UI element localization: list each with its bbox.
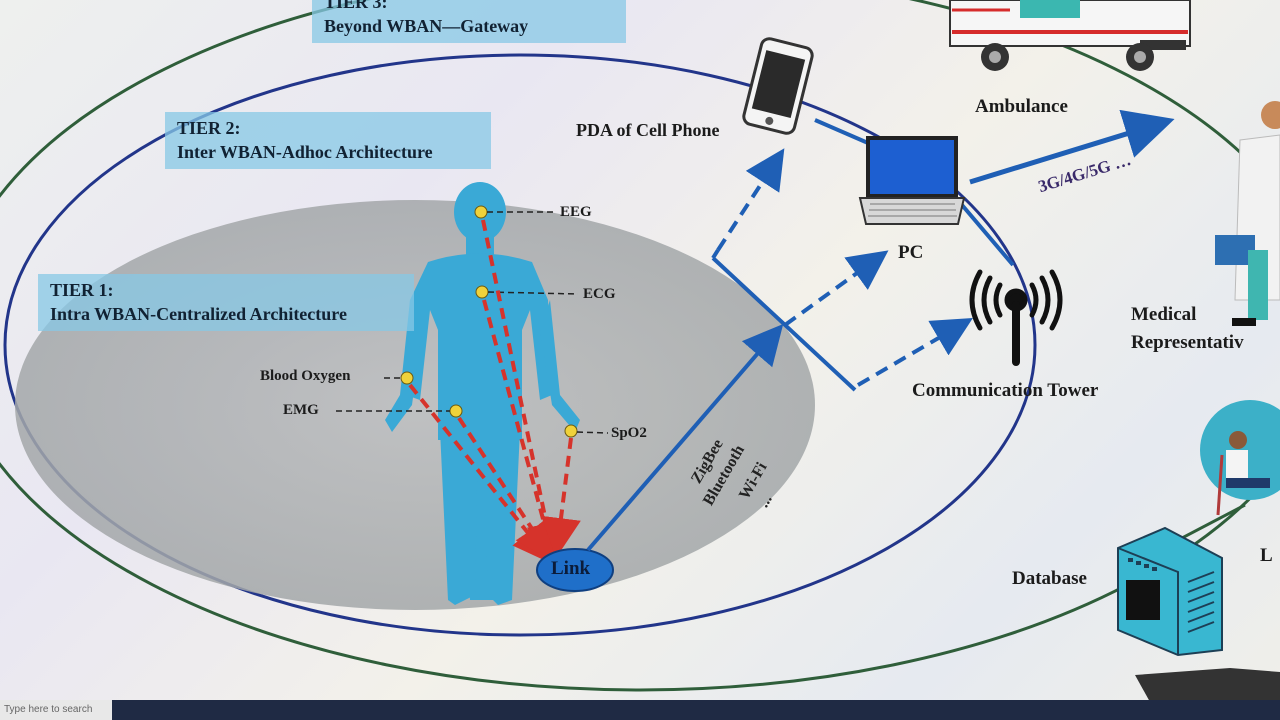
blood-oxygen-sensor-dot bbox=[401, 372, 413, 384]
taskbar: Type here to search bbox=[0, 700, 1280, 720]
tier1-title: Intra WBAN-Centralized Architecture bbox=[50, 302, 402, 326]
laptop-icon bbox=[860, 138, 964, 224]
ecg-label: ECG bbox=[583, 286, 616, 303]
spo2-label: SpO2 bbox=[611, 425, 647, 442]
tier3-box: TIER 3: Beyond WBAN—Gateway bbox=[312, 0, 626, 43]
tower-icon bbox=[972, 272, 1060, 362]
blood-oxygen-label: Blood Oxygen bbox=[260, 368, 350, 385]
remote-doctor-icon bbox=[1200, 400, 1280, 515]
tower-label: Communication Tower bbox=[912, 380, 1098, 402]
taskbar-search[interactable]: Type here to search bbox=[0, 700, 112, 720]
eeg-label: EEG bbox=[560, 204, 592, 221]
tier3-title: Beyond WBAN—Gateway bbox=[324, 14, 614, 38]
ambulance-icon bbox=[950, 0, 1190, 71]
medical-label-line2: Representativ bbox=[1131, 332, 1244, 354]
pda-label: PDA of Cell Phone bbox=[576, 120, 720, 141]
doctor-icon bbox=[1215, 101, 1280, 326]
tier2-heading: TIER 2: bbox=[177, 116, 479, 140]
eeg-sensor-dot bbox=[475, 206, 487, 218]
medical-label-line1: Medical bbox=[1131, 304, 1196, 326]
arrow-to-tower bbox=[858, 322, 966, 385]
partial-label: L bbox=[1260, 545, 1273, 567]
tier3-heading: TIER 3: bbox=[324, 0, 614, 14]
pc-label: PC bbox=[898, 242, 923, 264]
tier1-box: TIER 1: Intra WBAN-Centralized Architect… bbox=[38, 274, 414, 331]
tier2-title: Inter WBAN-Adhoc Architecture bbox=[177, 140, 479, 164]
database-icon bbox=[1118, 528, 1222, 655]
arrow-to-pda bbox=[718, 155, 780, 250]
link-label: Link bbox=[551, 558, 590, 580]
ecg-sensor-dot bbox=[476, 286, 488, 298]
phone-icon bbox=[742, 37, 814, 135]
spo2-sensor-dot bbox=[565, 425, 577, 437]
arrow-to-pc bbox=[785, 255, 882, 325]
tier2-box: TIER 2: Inter WBAN-Adhoc Architecture bbox=[165, 112, 491, 169]
ambulance-label: Ambulance bbox=[975, 96, 1068, 118]
tier1-heading: TIER 1: bbox=[50, 278, 402, 302]
emg-sensor-dot bbox=[450, 405, 462, 417]
tier1-area bbox=[15, 200, 815, 610]
emg-label: EMG bbox=[283, 402, 319, 419]
database-label: Database bbox=[1012, 568, 1087, 590]
